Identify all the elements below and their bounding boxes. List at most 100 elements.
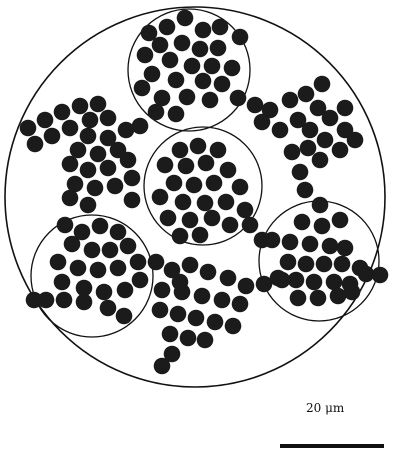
particle xyxy=(290,290,307,307)
particle xyxy=(292,164,309,181)
particle xyxy=(110,260,127,277)
particle xyxy=(298,256,315,273)
particle xyxy=(62,120,79,137)
particle xyxy=(337,100,354,117)
particle xyxy=(332,212,349,229)
particle xyxy=(210,40,227,57)
particle xyxy=(124,170,141,187)
particle xyxy=(197,332,214,349)
particle xyxy=(172,142,189,159)
particle xyxy=(80,162,97,179)
particle xyxy=(124,192,141,209)
particle xyxy=(214,76,231,93)
particle xyxy=(170,306,187,323)
particle xyxy=(144,66,161,83)
top-particle-cluster xyxy=(134,10,264,123)
particle xyxy=(337,240,354,257)
particle xyxy=(182,257,199,274)
particle xyxy=(254,114,271,131)
particle xyxy=(220,162,237,179)
particle xyxy=(284,144,301,161)
particle xyxy=(197,195,214,212)
particle xyxy=(148,254,165,271)
particle xyxy=(159,19,176,36)
scale-bar xyxy=(280,444,384,448)
particle xyxy=(90,262,107,279)
particle xyxy=(347,132,364,149)
particle xyxy=(90,96,107,113)
particle xyxy=(157,157,174,174)
particle xyxy=(64,236,81,253)
particle xyxy=(322,110,339,127)
particle xyxy=(70,142,87,159)
particle xyxy=(332,142,349,159)
particle xyxy=(288,272,305,289)
particle xyxy=(56,292,73,309)
particle xyxy=(322,238,339,255)
particle xyxy=(92,218,109,235)
particle xyxy=(302,236,319,253)
particle xyxy=(132,118,149,135)
particle xyxy=(162,326,179,343)
particle xyxy=(230,90,247,107)
particle xyxy=(302,122,319,139)
particle xyxy=(27,136,44,153)
particle xyxy=(72,98,89,115)
particle xyxy=(372,267,389,284)
particle xyxy=(82,112,99,129)
particle xyxy=(76,294,93,311)
particle xyxy=(172,274,189,291)
particle xyxy=(162,52,179,69)
particle xyxy=(132,272,149,289)
particle xyxy=(242,217,259,234)
particle xyxy=(154,282,171,299)
particle xyxy=(192,41,209,58)
particle xyxy=(317,132,334,149)
particle xyxy=(37,112,54,129)
particle xyxy=(100,160,117,177)
particle xyxy=(26,292,43,309)
particle xyxy=(300,140,317,157)
scale-bar-label: 20 μm xyxy=(306,401,344,415)
particle xyxy=(152,189,169,206)
particle xyxy=(314,218,331,235)
particle xyxy=(118,122,135,139)
particle xyxy=(297,182,314,199)
particle xyxy=(154,358,171,375)
particle xyxy=(166,175,183,192)
particle xyxy=(232,296,249,313)
particle xyxy=(188,310,205,327)
particle xyxy=(87,180,104,197)
particle xyxy=(282,92,299,109)
particle xyxy=(210,142,227,159)
particle xyxy=(117,282,134,299)
particle xyxy=(186,177,203,194)
particle xyxy=(272,122,289,139)
particle xyxy=(200,264,217,281)
particle xyxy=(218,194,235,211)
particle xyxy=(96,284,113,301)
particle xyxy=(312,197,329,214)
particle xyxy=(177,10,194,27)
particle xyxy=(206,175,223,192)
particle xyxy=(334,256,351,273)
particle xyxy=(330,288,347,305)
particle xyxy=(238,278,255,295)
particle xyxy=(70,260,87,277)
particle xyxy=(198,155,215,172)
particle xyxy=(168,72,185,89)
particle xyxy=(120,152,137,169)
particle xyxy=(280,254,297,271)
particle xyxy=(152,37,169,54)
particle xyxy=(247,97,264,114)
particle xyxy=(152,302,169,319)
particle xyxy=(224,60,241,77)
particle xyxy=(207,314,224,331)
particle xyxy=(184,58,201,75)
particle xyxy=(192,227,209,244)
particle xyxy=(130,254,147,271)
particle xyxy=(314,76,331,93)
leftArm-particle-cluster xyxy=(20,96,149,214)
particle xyxy=(120,238,137,255)
